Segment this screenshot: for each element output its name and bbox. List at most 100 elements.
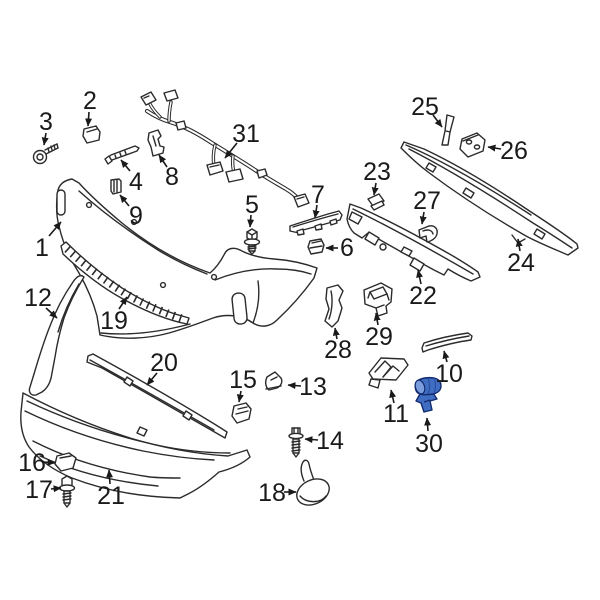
- part-13-clip-shape-2: [270, 376, 278, 381]
- part-label-29[interactable]: 29: [365, 323, 393, 351]
- part-label-5[interactable]: 5: [245, 191, 259, 219]
- part-label-30[interactable]: 30: [415, 430, 443, 458]
- part-24-impact-beam-shape-0: [400, 141, 579, 256]
- part-1-bumper-cover-drawing[interactable]: [55, 178, 318, 339]
- callout-arrow-10: [442, 350, 450, 363]
- part-30-shade-line-1: [427, 377, 431, 395]
- part-27-bracket-shape-0: [418, 225, 438, 243]
- part-22-energy-absorber-shape-3: [364, 231, 380, 246]
- part-6-clip-drawing[interactable]: [307, 238, 325, 255]
- callout-16: 16: [18, 449, 56, 477]
- part-6-clip-shape-2: [309, 245, 323, 249]
- part-label-23[interactable]: 23: [363, 158, 391, 186]
- part-30-parking-sensor-drawing[interactable]: [414, 376, 442, 413]
- part-1-bumper-cover-shape-3: [100, 323, 191, 335]
- part-23-clip-drawing[interactable]: [367, 193, 385, 211]
- callout-arrow-11: [389, 389, 397, 404]
- part-12-side-molding-drawing[interactable]: [28, 274, 85, 396]
- part-31-wiring-harness-shape-15: [209, 164, 220, 168]
- callout-arrow-1: [48, 221, 62, 237]
- part-label-10[interactable]: 10: [435, 360, 463, 388]
- part-15-clip-drawing[interactable]: [231, 402, 252, 424]
- part-20-lower-molding-drawing[interactable]: [86, 353, 228, 439]
- part-28-side-bracket-drawing[interactable]: [324, 284, 344, 328]
- callout-7: 7: [311, 181, 325, 219]
- part-label-15[interactable]: 15: [229, 366, 257, 394]
- part-label-21[interactable]: 21: [97, 482, 125, 510]
- part-3-screw-shape-2: [45, 147, 59, 155]
- part-24-impact-beam-drawing[interactable]: [400, 141, 579, 256]
- part-label-25[interactable]: 25: [411, 93, 439, 121]
- part-label-18[interactable]: 18: [258, 479, 286, 507]
- part-label-20[interactable]: 20: [150, 349, 178, 377]
- part-21-lower-fascia-drawing[interactable]: [20, 392, 251, 499]
- callout-arrow-21: [106, 469, 114, 485]
- part-26-bracket-shape-3: [473, 144, 481, 150]
- part-label-2[interactable]: 2: [83, 87, 97, 115]
- part-label-26[interactable]: 26: [500, 137, 528, 165]
- part-4-screw-rod-drawing[interactable]: [104, 145, 140, 165]
- part-label-19[interactable]: 19: [100, 307, 128, 335]
- part-8-harness-bracket-drawing[interactable]: [147, 129, 165, 157]
- part-8-harness-bracket-shape-1: [152, 135, 157, 147]
- part-31-wiring-harness-shape-13: [175, 120, 187, 131]
- part-label-14[interactable]: 14: [316, 427, 344, 455]
- part-29-mounting-bracket-drawing[interactable]: [363, 282, 393, 317]
- part-13-clip-drawing[interactable]: [264, 371, 283, 391]
- part-label-9[interactable]: 9: [129, 202, 143, 230]
- part-17-bolt-drawing[interactable]: [58, 475, 76, 508]
- part-22-energy-absorber-drawing[interactable]: [346, 203, 481, 282]
- part-label-16[interactable]: 16: [18, 449, 46, 477]
- part-18-tow-hook-cover-drawing[interactable]: [293, 459, 334, 510]
- part-label-1[interactable]: 1: [35, 234, 49, 262]
- part-27-bracket-drawing[interactable]: [418, 225, 438, 243]
- part-14-bolt-shape-7: [291, 446, 301, 449]
- part-9-clip-drawing[interactable]: [110, 178, 122, 195]
- part-1-bumper-cover-shape-7: [85, 201, 93, 209]
- part-label-24[interactable]: 24: [507, 249, 535, 277]
- part-31-wiring-harness-shape-19: [296, 196, 305, 200]
- part-19-step-pad-drawing[interactable]: [60, 241, 190, 325]
- part-7-rail-bracket-drawing[interactable]: [289, 210, 343, 236]
- part-label-27[interactable]: 27: [413, 187, 441, 215]
- part-28-side-bracket-shape-0: [324, 284, 344, 328]
- part-19-step-pad-shape-1: [64, 246, 185, 323]
- callout-arrow-23: [371, 182, 379, 196]
- part-label-11[interactable]: 11: [383, 400, 409, 428]
- part-9-clip-shape-0: [110, 178, 122, 195]
- part-5-bolt-drawing[interactable]: [243, 228, 261, 255]
- part-29-mounting-bracket-shape-0: [363, 282, 393, 317]
- part-3-screw-drawing[interactable]: [32, 143, 59, 165]
- part-10-molding-strip-shape-1: [425, 335, 470, 347]
- part-label-8[interactable]: 8: [165, 163, 179, 191]
- callout-18: 18: [258, 479, 297, 507]
- part-1-bumper-cover-shape-2: [214, 268, 312, 281]
- part-label-17[interactable]: 17: [25, 476, 53, 504]
- part-2-bracket-clip-drawing[interactable]: [82, 125, 101, 144]
- callout-3: 3: [39, 108, 53, 146]
- part-25-bracket-drawing[interactable]: [441, 114, 455, 146]
- callout-10: 10: [435, 350, 463, 388]
- part-30-shade-line-2: [433, 377, 437, 394]
- part-label-12[interactable]: 12: [24, 284, 52, 312]
- part-16-clip-drawing[interactable]: [54, 452, 77, 472]
- part-24-impact-beam-shape-4: [533, 228, 546, 240]
- part-11-bracket-drawing[interactable]: [368, 357, 409, 389]
- part-label-22[interactable]: 22: [409, 282, 437, 310]
- part-label-7[interactable]: 7: [311, 181, 325, 209]
- part-label-13[interactable]: 13: [299, 373, 327, 401]
- part-label-3[interactable]: 3: [39, 108, 53, 136]
- part-label-4[interactable]: 4: [129, 168, 143, 196]
- part-26-bracket-drawing[interactable]: [459, 132, 486, 158]
- part-31-wiring-harness-drawing[interactable]: [140, 89, 310, 208]
- part-label-6[interactable]: 6: [340, 234, 354, 262]
- part-31-wiring-harness-shape-11: [143, 95, 150, 99]
- part-21-lower-fascia-shape-2: [24, 410, 215, 461]
- callout-13: 13: [287, 373, 327, 401]
- part-10-molding-strip-drawing[interactable]: [421, 332, 473, 353]
- part-2-bracket-clip-shape-0: [82, 125, 101, 144]
- part-label-31[interactable]: 31: [232, 120, 260, 148]
- callout-24: 24: [507, 238, 535, 277]
- part-label-28[interactable]: 28: [324, 336, 352, 364]
- part-14-bolt-drawing[interactable]: [288, 427, 304, 458]
